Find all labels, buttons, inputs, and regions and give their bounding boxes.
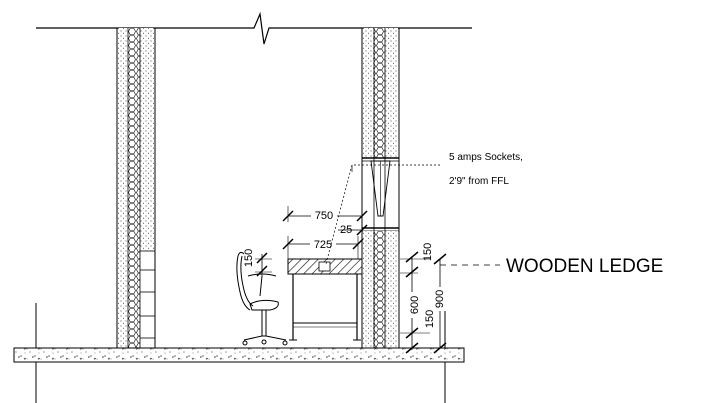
dimension-bottom-150: 150: [400, 308, 440, 354]
dimension-725: 725: [282, 236, 364, 259]
dimension-600: 600: [400, 274, 430, 339]
socket-leader: [325, 164, 440, 265]
ceiling-line: [36, 11, 472, 45]
dimension-900: 900: [433, 253, 447, 354]
dim-label-25: 25: [340, 224, 352, 236]
office-chair: [236, 251, 288, 346]
dim-label-725: 725: [314, 239, 332, 251]
desk-frame: [289, 274, 361, 341]
wooden-ledge: [287, 258, 363, 275]
dim-label-600: 600: [409, 296, 421, 314]
dim-label-ledge-150: 150: [422, 243, 434, 261]
right-wall: [361, 27, 400, 352]
dimension-ledge-150: 150: [400, 243, 434, 278]
wooden-ledge-label: WOODEN LEDGE: [506, 256, 663, 277]
socket-note-line-2: 2'9" from FFL: [449, 176, 509, 187]
dim-label-750: 750: [315, 210, 333, 222]
floor-slab: [13, 303, 465, 403]
dim-label-900: 900: [434, 290, 446, 308]
dim-label-chair-150: 150: [243, 249, 255, 267]
dimension-25: 25: [338, 224, 368, 236]
dimension-750: 750: [282, 206, 368, 232]
left-wall: [116, 27, 156, 352]
socket-note-line-1: 5 amps Sockets,: [449, 152, 523, 163]
dimension-chair-150: 150: [243, 249, 272, 277]
dim-label-bottom-150: 150: [424, 310, 436, 328]
